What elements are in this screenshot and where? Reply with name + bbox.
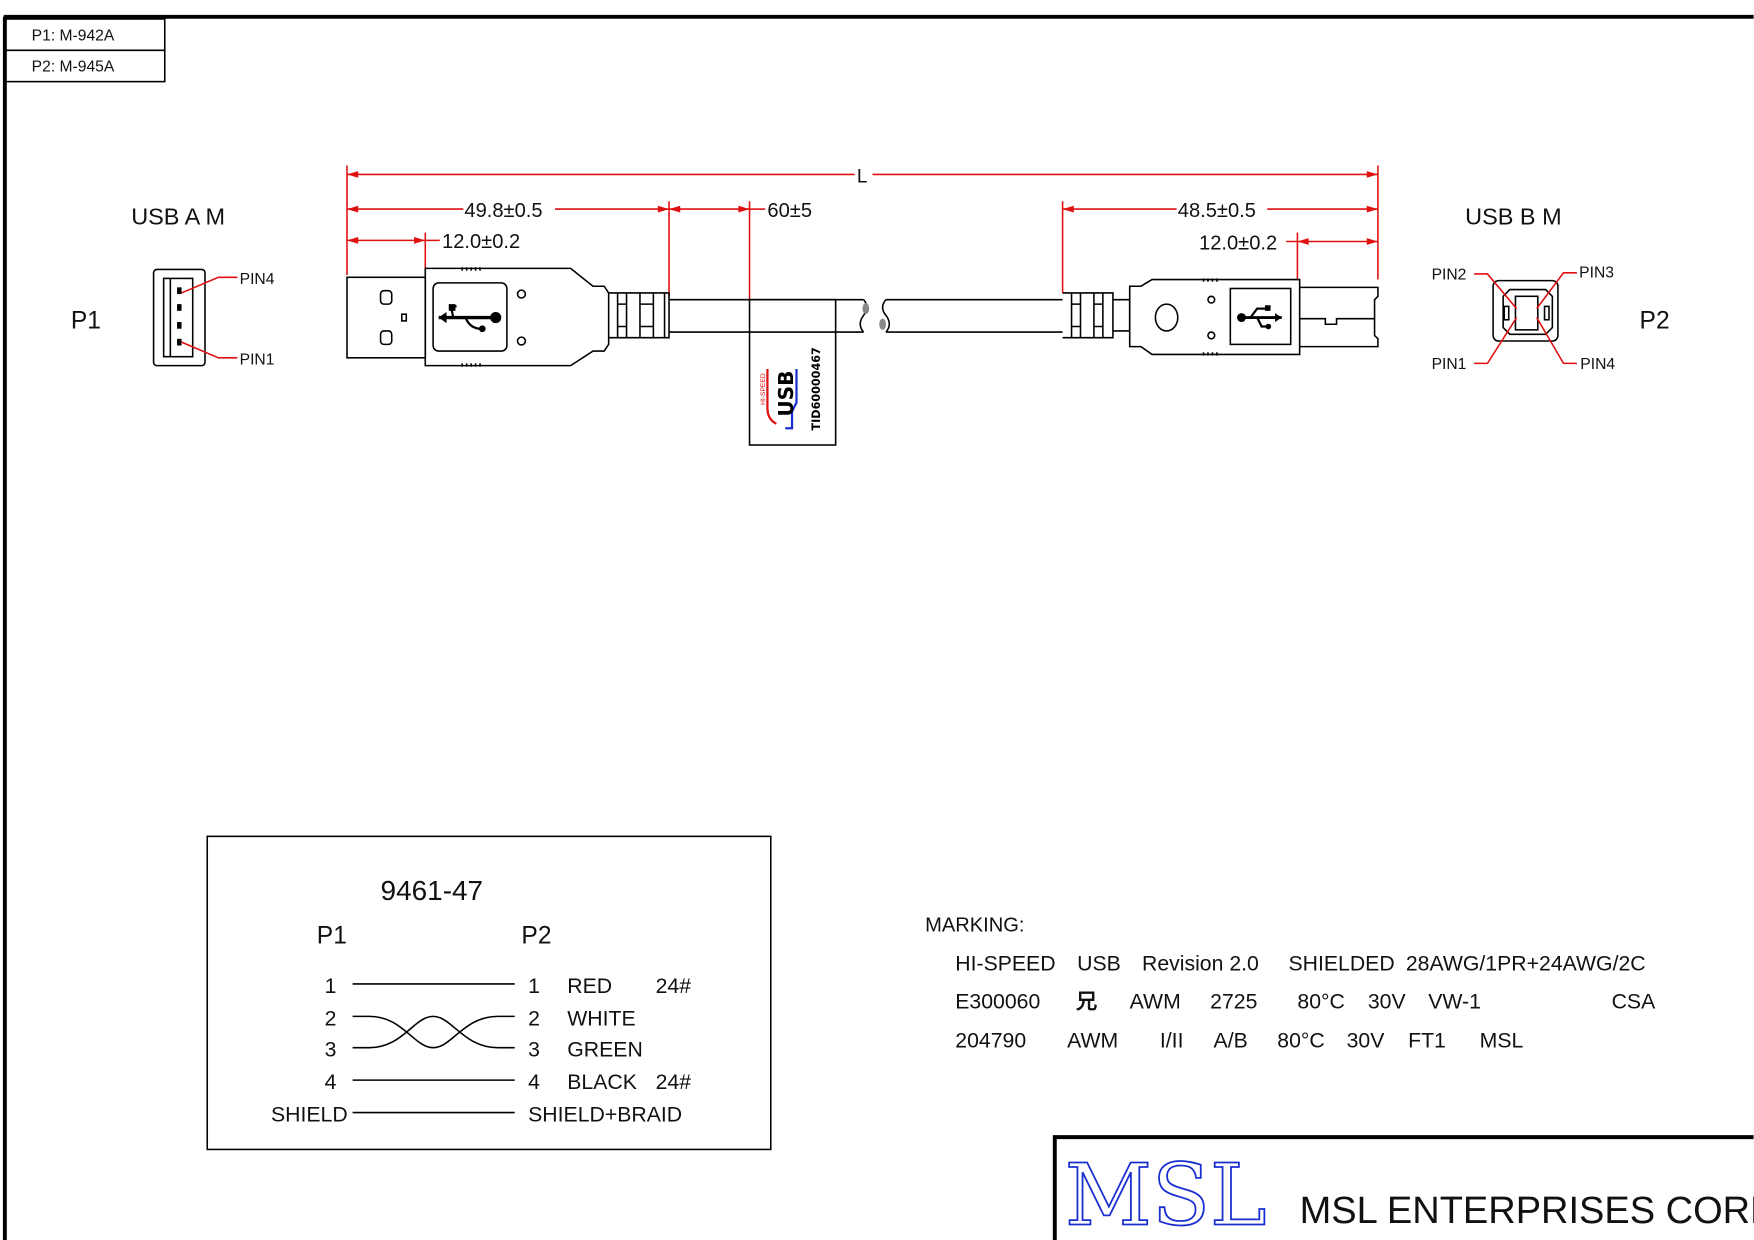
dimensions: L 49.8±0.5 60±5 12.0±0.2 48.5±0.5 12.0±0… [346, 165, 1379, 300]
wire-row-2-p2: 2 [528, 1006, 540, 1030]
marking-l1-2: Revision 2.0 [1142, 952, 1259, 976]
wiring-p1-header: P1 [317, 923, 347, 950]
part-table: P1: M-942A P2: M-945A [4, 18, 166, 83]
cable-label-flag: HI-SPEED USB TID60000467 [748, 298, 837, 446]
wire-row-1-color: RED [567, 974, 612, 998]
marking-l1-4: 28AWG/1PR+24AWG/2C [1406, 952, 1646, 976]
marking-l2-4: 80°C [1297, 990, 1344, 1014]
marking-l2-7: CSA [1612, 990, 1656, 1014]
cable-label-usb: USB [774, 371, 798, 417]
wire-row-5-p2: SHIELD+BRAID [528, 1102, 682, 1126]
marking-l2-5: 30V [1368, 990, 1407, 1014]
dim-overall-length: L [857, 166, 868, 187]
p2-designator: P2 [1640, 308, 1670, 335]
dim-label-offset: 60±5 [767, 200, 812, 222]
cable-drawing-body [669, 298, 1063, 333]
p1-designator: P1 [71, 308, 101, 335]
drawing-frame [2, 14, 1754, 1240]
wiring-title: 9461-47 [381, 875, 484, 906]
wire-row-3-color: GREEN [567, 1038, 643, 1062]
usb-symbol-icon [438, 304, 502, 333]
marking-l3-1: AWM [1067, 1029, 1118, 1053]
wire-row-2-color: WHITE [567, 1006, 635, 1030]
marking-l2-3: 2725 [1210, 990, 1257, 1014]
p2-pin4-label: PIN4 [1580, 356, 1615, 373]
wire-row-1-gauge: 24# [656, 974, 692, 998]
part-p2: P2: M-945A [32, 59, 115, 76]
wiring-p2-header: P2 [521, 923, 551, 950]
p1-face-view: USB A M P1 PIN4 PIN1 [71, 204, 275, 369]
dim-p1-plug: 12.0±0.2 [442, 231, 520, 253]
wire-row-3-p1: 3 [325, 1038, 337, 1062]
usb-a-plug-drawing [346, 267, 670, 367]
msl-logo: MSL [1065, 1146, 1267, 1240]
wire-row-4-color: BLACK [567, 1070, 637, 1094]
marking-l3-6: FT1 [1408, 1029, 1446, 1053]
dim-p1-overmold: 49.8±0.5 [464, 200, 542, 222]
part-p1: P1: M-942A [32, 27, 115, 44]
p2-pin1-label: PIN1 [1432, 356, 1467, 373]
wiring-diagram: 9461-47 P1 P2 1 2 3 4 SHIELD 1 2 3 4 SHI… [206, 835, 772, 1151]
p2-type-label: USB B M [1465, 204, 1562, 230]
cable-label-hispeed: HI-SPEED [760, 373, 767, 405]
marking-notes: MARKING: HI-SPEED USB Revision 2.0 SHIEL… [925, 914, 1656, 1052]
wire-row-4-p2: 4 [528, 1070, 540, 1094]
wire-row-3-p2: 3 [528, 1038, 540, 1062]
marking-l3-3: A/B [1214, 1029, 1248, 1053]
marking-l2-0: E300060 [955, 990, 1040, 1014]
wire-row-1-p1: 1 [325, 974, 337, 998]
marking-l3-7: MSL [1480, 1029, 1524, 1053]
p1-pin1-label: PIN1 [240, 352, 275, 369]
usb-b-plug-drawing [1062, 278, 1379, 356]
marking-l3-2: I/II [1160, 1029, 1184, 1053]
marking-title: MARKING: [925, 914, 1024, 936]
marking-l1-0: HI-SPEED [955, 952, 1055, 976]
usb-symbol-icon [1237, 305, 1282, 330]
dim-p2-plug: 12.0±0.2 [1199, 232, 1277, 254]
marking-l3-4: 80°C [1277, 1029, 1324, 1053]
wire-row-4-p1: 4 [325, 1070, 337, 1094]
marking-l2-6: VW-1 [1428, 990, 1481, 1014]
company-name: MSL ENTERPRISES CORP. [1300, 1190, 1754, 1232]
p2-face-view: USB B M P2 PIN2 PIN3 PIN1 PIN4 [1432, 204, 1670, 373]
marking-l3-0: 204790 [955, 1029, 1026, 1053]
p2-pin3-label: PIN3 [1579, 264, 1614, 281]
marking-l3-5: 30V [1347, 1029, 1386, 1053]
marking-l2-2: AWM [1130, 990, 1181, 1014]
wire-row-4-gauge: 24# [656, 1070, 692, 1094]
wire-row-5-p1: SHIELD [271, 1102, 348, 1126]
marking-l1-3: SHIELDED [1288, 952, 1394, 976]
marking-l2-1: 兄 [1075, 990, 1097, 1014]
wire-row-2-p1: 2 [325, 1006, 337, 1030]
p1-type-label: USB A M [131, 204, 225, 230]
p1-pin4-label: PIN4 [240, 271, 275, 288]
cable-label-code: TID60000467 [810, 347, 823, 430]
marking-l1-1: USB [1077, 952, 1121, 976]
wire-row-1-p2: 1 [528, 974, 540, 998]
p2-pin2-label: PIN2 [1432, 267, 1467, 284]
dim-p2-overmold: 48.5±0.5 [1178, 200, 1256, 222]
title-block: MSL MSL ENTERPRISES CORP. [1052, 1135, 1754, 1240]
